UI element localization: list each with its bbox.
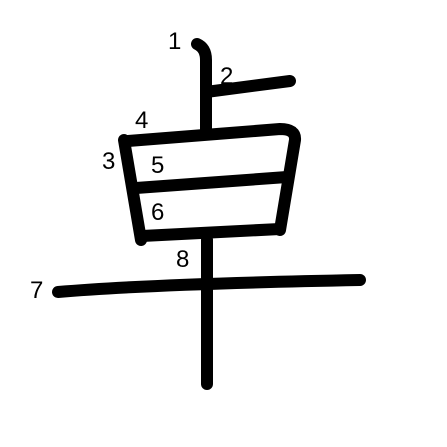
stroke-number-5: 5 — [151, 152, 164, 179]
stroke-5 — [130, 171, 293, 194]
stroke-number-6: 6 — [151, 199, 164, 226]
stroke-7 — [52, 274, 366, 298]
stroke-number-8: 8 — [176, 246, 189, 273]
stroke-number-1: 1 — [168, 28, 181, 55]
stroke-number-2: 2 — [220, 63, 233, 90]
stroke-number-7: 7 — [30, 277, 43, 304]
stroke-number-4: 4 — [135, 107, 148, 134]
stroke-6 — [136, 223, 286, 242]
stroke-2 — [200, 75, 296, 98]
stroke-4 — [122, 123, 302, 236]
stroke-1 — [191, 38, 212, 138]
stroke-number-3: 3 — [102, 148, 115, 175]
